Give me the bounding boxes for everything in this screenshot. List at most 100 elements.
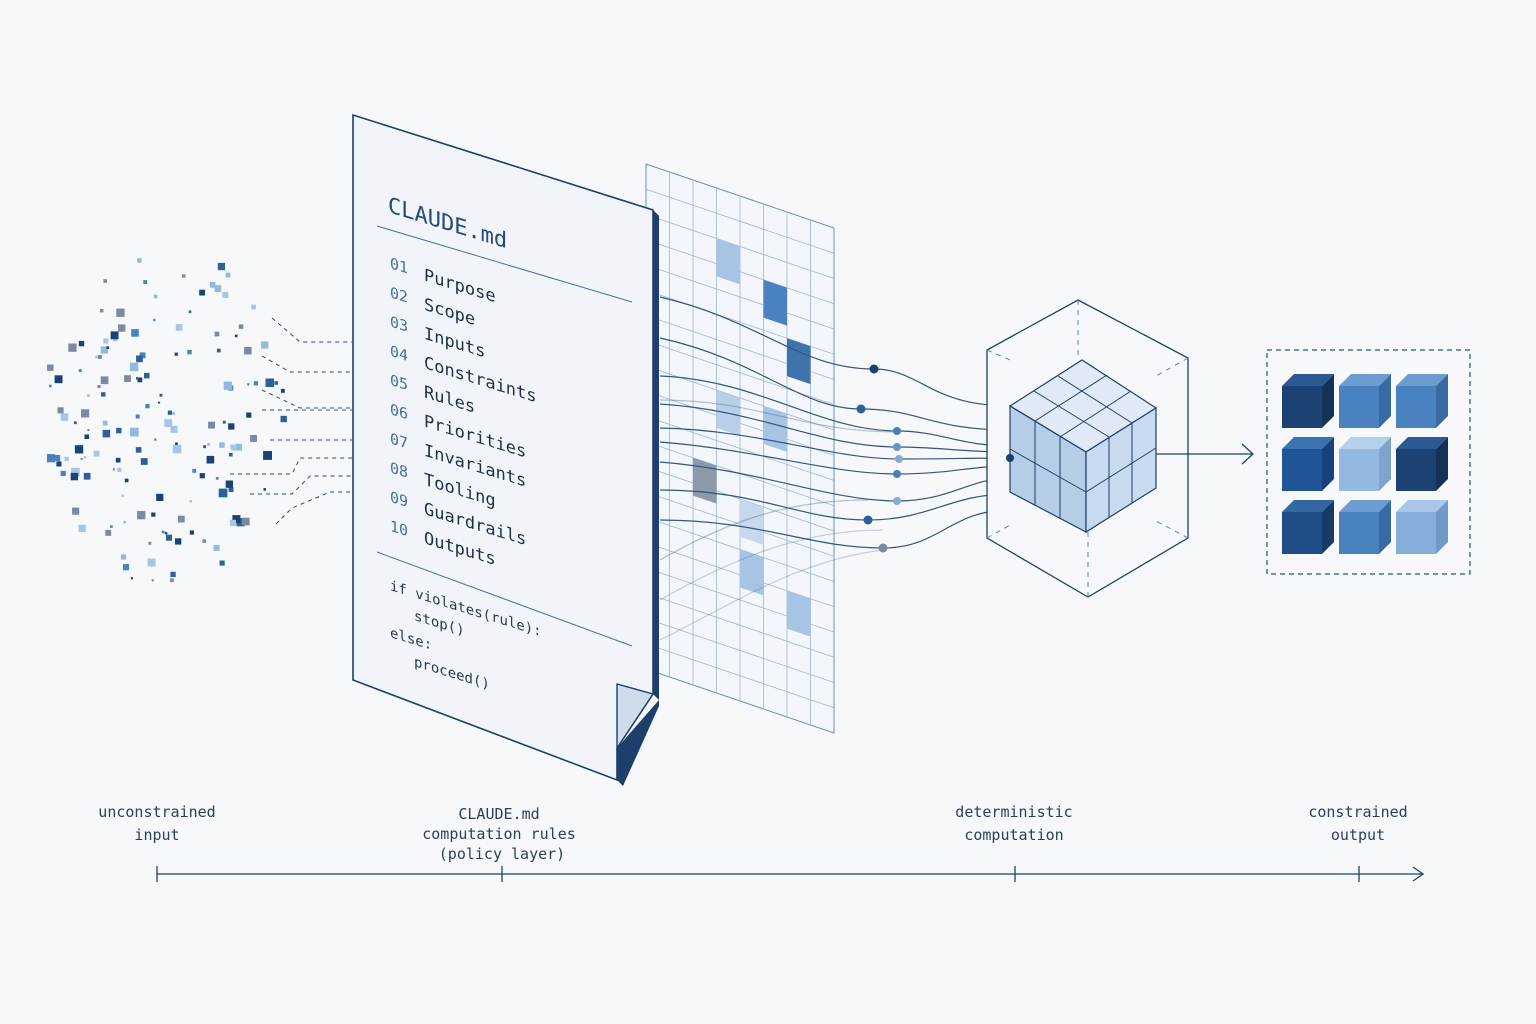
input-particle [115, 457, 121, 463]
output-block [1396, 374, 1448, 428]
input-particle [170, 571, 176, 578]
input-particle [83, 472, 91, 480]
input-particle [222, 420, 226, 424]
input-particle [118, 324, 126, 332]
input-particle [189, 500, 192, 503]
input-particle [80, 458, 83, 461]
input-particle [177, 515, 185, 523]
list-item-number: 09 [390, 488, 408, 511]
input-particle [100, 346, 108, 354]
input-particle [172, 412, 175, 415]
input-particle [83, 456, 87, 459]
input-particle [70, 472, 79, 481]
grid-cell-highlight [693, 457, 717, 504]
output-block [1282, 374, 1334, 428]
list-item-number: 07 [390, 430, 408, 453]
grid-cell-highlight [740, 549, 764, 596]
input-particle [116, 427, 122, 434]
input-particle [228, 423, 235, 430]
input-particle [101, 392, 106, 397]
input-particle [86, 394, 90, 397]
input-particle [228, 487, 234, 493]
input-particle [156, 493, 164, 501]
input-particle [219, 442, 225, 448]
input-particle-cloud [46, 258, 287, 583]
input-particle [123, 520, 126, 524]
input-particle [192, 468, 197, 473]
input-particle [159, 393, 163, 397]
input-particle [137, 377, 143, 383]
input-particle [251, 304, 256, 310]
input-particle [232, 515, 241, 524]
output-block [1339, 437, 1391, 491]
input-particle [229, 452, 233, 457]
grid-panel [645, 163, 835, 734]
input-particle [253, 381, 259, 386]
input-particle [72, 507, 80, 515]
input-particle [234, 334, 238, 338]
input-particle [235, 443, 242, 451]
input-particle [68, 343, 77, 352]
input-particle [84, 434, 90, 439]
input-particle [215, 477, 219, 480]
stage-label-line: computation rules [422, 825, 576, 843]
grid-cell-highlight [716, 238, 740, 285]
input-particle [216, 348, 221, 353]
input-particle [223, 381, 232, 390]
input-particle [175, 442, 178, 445]
input-particle [60, 413, 69, 421]
input-particle [116, 308, 125, 317]
input-particle [213, 544, 220, 551]
input-particle [151, 579, 154, 582]
list-item-number: 01 [390, 254, 408, 277]
list-item-number: 04 [390, 342, 408, 365]
input-particle [102, 429, 111, 438]
input-particle [187, 349, 192, 355]
input-particle [209, 282, 216, 288]
input-particle [100, 309, 104, 313]
flow-lines [659, 296, 1011, 641]
input-particle [131, 329, 139, 337]
input-particle [145, 404, 150, 409]
input-particle [73, 421, 77, 425]
list-item-number: 08 [390, 459, 408, 482]
input-particle [189, 530, 194, 535]
list-item-number: 03 [390, 313, 408, 336]
input-particle [106, 346, 109, 349]
output-block [1339, 374, 1391, 428]
input-particle [261, 341, 269, 349]
grid-cell-highlight [763, 279, 787, 326]
input-particle [218, 488, 228, 498]
input-particle [121, 494, 124, 498]
input-particle [135, 447, 142, 453]
input-particle [164, 419, 173, 427]
input-particle [148, 541, 152, 545]
input-particle [100, 376, 109, 385]
output-block [1282, 437, 1334, 491]
input-particle [122, 564, 130, 571]
stage-label-line: computation [964, 826, 1063, 844]
input-particle [113, 337, 118, 342]
output-block [1396, 437, 1448, 491]
input-particle [129, 427, 139, 437]
input-particle [203, 445, 207, 449]
input-particle [188, 310, 192, 314]
input-particle [154, 438, 157, 441]
input-particle [175, 324, 183, 331]
input-particle [175, 538, 182, 545]
input-particle [202, 539, 206, 543]
input-particle [78, 369, 82, 372]
input-particle [158, 401, 161, 404]
flow-nodes [856, 364, 903, 553]
input-particle [174, 352, 178, 356]
list-item-number: 02 [390, 284, 408, 307]
stage-label-line: unconstrained [98, 803, 215, 821]
input-particle [263, 488, 266, 491]
input-particle [136, 355, 143, 363]
input-particle [250, 435, 257, 442]
input-particle [136, 377, 139, 380]
input-particle [199, 473, 205, 479]
input-particle [130, 577, 133, 580]
input-particle [153, 318, 156, 322]
list-item-number: 05 [390, 371, 408, 394]
